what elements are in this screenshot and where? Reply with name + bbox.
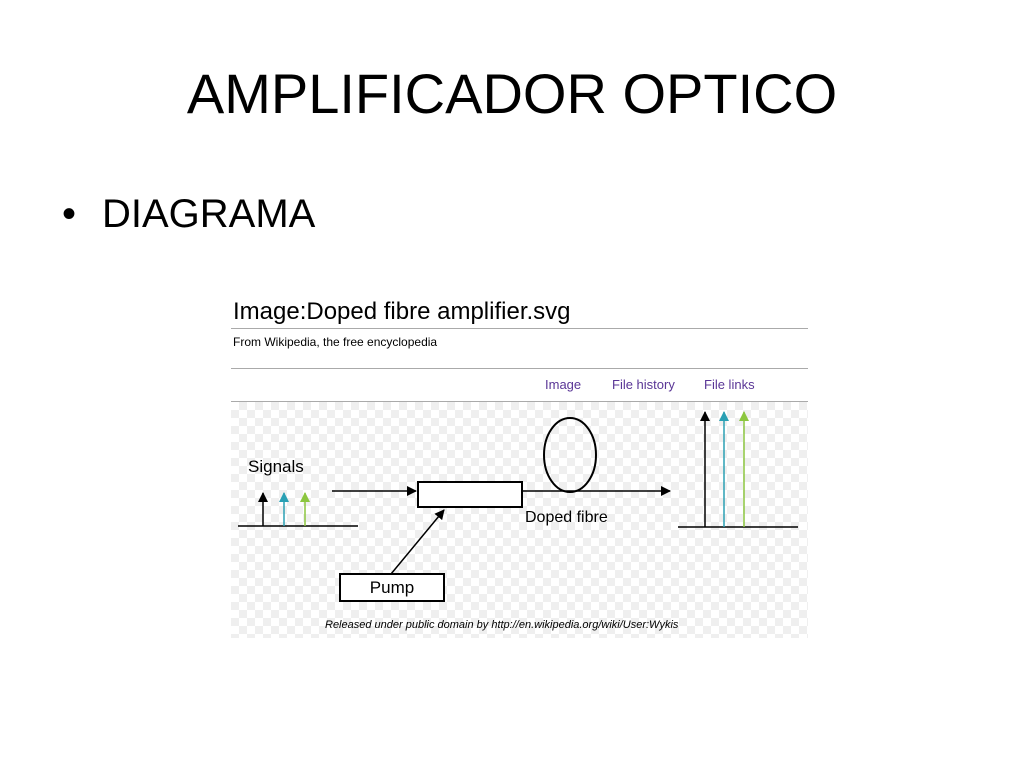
file-tabs: Image File history File links (231, 368, 808, 402)
bullet-item: • DIAGRAMA (62, 190, 315, 238)
tab-file-history[interactable]: File history (612, 377, 675, 392)
heading-divider (231, 328, 808, 329)
wikipedia-screenshot: Image:Doped fibre amplifier.svg From Wik… (231, 287, 808, 638)
bullet-marker: • (62, 192, 77, 236)
pump-box (339, 573, 445, 602)
slide-title: AMPLIFICADOR OPTICO (186, 62, 838, 125)
doped-fibre-box (417, 481, 523, 508)
amplifier-diagram: Signals Doped fibre Pump Rel (238, 411, 798, 631)
pump-label: Pump (370, 578, 414, 597)
diagram-canvas: Signals Doped fibre Pump Rel (231, 402, 808, 638)
doped-fibre-label: Doped fibre (525, 509, 608, 526)
credit-text: Released under public domain by http://e… (325, 619, 679, 631)
tab-file-links[interactable]: File links (704, 377, 755, 392)
pump-arrow (390, 509, 445, 575)
page-subtitle: From Wikipedia, the free encyclopedia (233, 335, 438, 349)
signals-label: Signals (248, 457, 304, 476)
fibre-loop (543, 417, 597, 493)
page-heading: Image:Doped fibre amplifier.svg (233, 298, 571, 325)
tab-image[interactable]: Image (545, 377, 582, 392)
bullet-text: DIAGRAMA (102, 192, 316, 236)
